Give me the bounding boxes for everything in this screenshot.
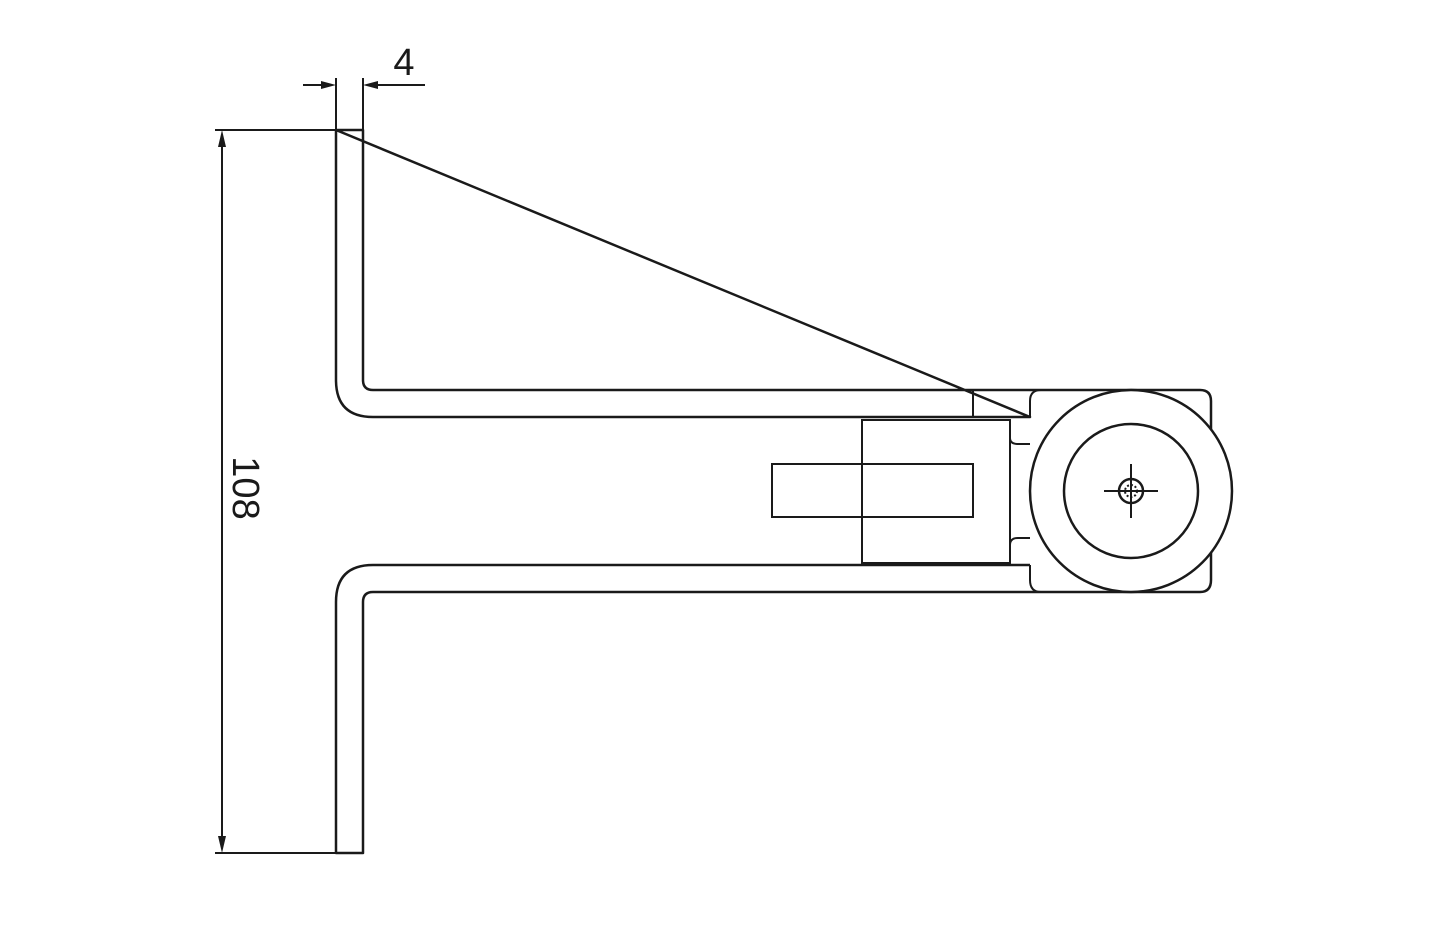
height-arrow-top: [218, 130, 226, 147]
clamp-tongue: [771, 463, 974, 518]
bracket-profile: [334, 128, 1213, 855]
height-dimension: [215, 129, 336, 854]
thickness-dimension: [303, 78, 425, 130]
clamp-block: [771, 389, 1042, 593]
clamp-body: [861, 419, 1011, 564]
clamp-notch-bottom: [1009, 537, 1030, 563]
center-mark-icon: [1104, 464, 1158, 518]
thickness-arrow-left: [321, 81, 336, 89]
height-dimension-label: 108: [224, 456, 266, 519]
thickness-dimension-label: 4: [393, 42, 414, 84]
knob-inner-circle: [1062, 422, 1200, 560]
thickness-arrow-right: [363, 81, 378, 89]
clamp-housing-outline: [1029, 389, 1042, 593]
clamp-notch-top: [1009, 420, 1030, 445]
height-arrow-bottom: [218, 836, 226, 853]
